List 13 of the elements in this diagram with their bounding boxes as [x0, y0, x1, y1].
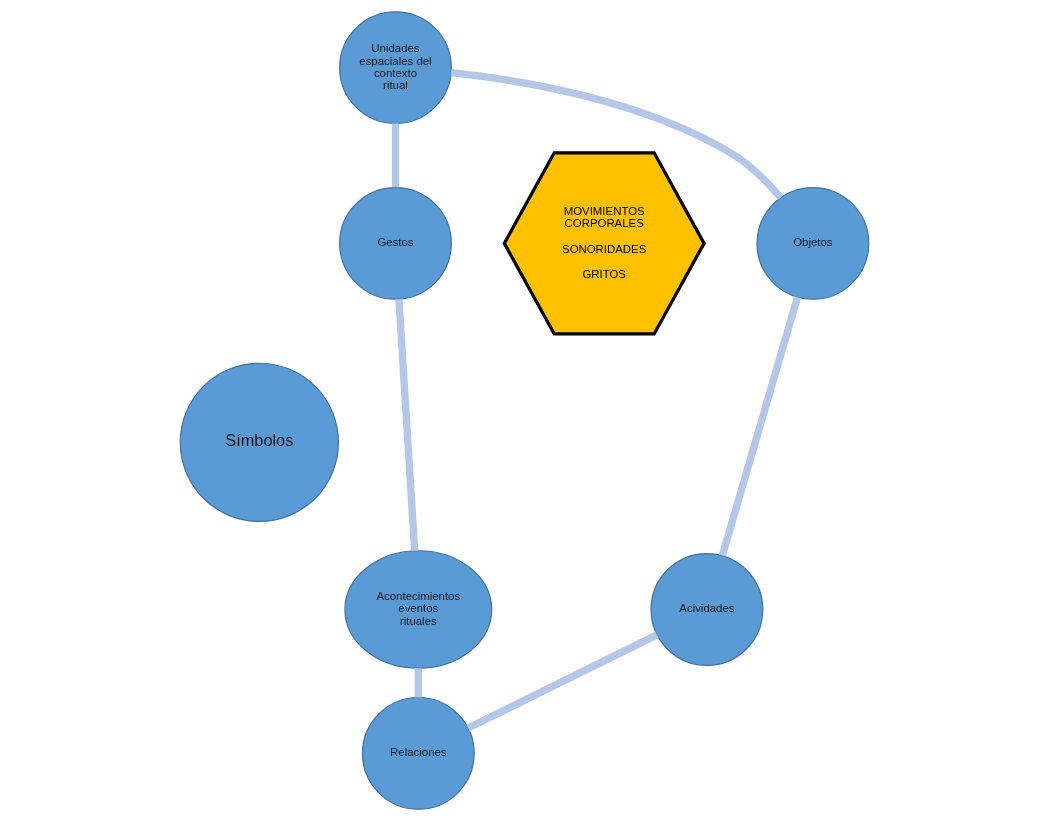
node-circle: Gestos — [338, 186, 452, 300]
node-circle: Símbolos — [179, 362, 339, 522]
connector — [450, 69, 783, 200]
connector — [718, 296, 801, 557]
node-circle: Acividades — [649, 553, 763, 666]
connector — [466, 631, 659, 732]
node-circle: Relaciones — [361, 696, 475, 810]
connector — [391, 123, 399, 188]
node-circle: Objetos — [755, 186, 869, 300]
node-circle: Unidades espaciales del contexto ritual — [338, 11, 452, 125]
connector — [414, 668, 422, 698]
node-ellipse: Acontecimientos eventos rituales — [343, 550, 492, 669]
connector — [394, 298, 418, 552]
